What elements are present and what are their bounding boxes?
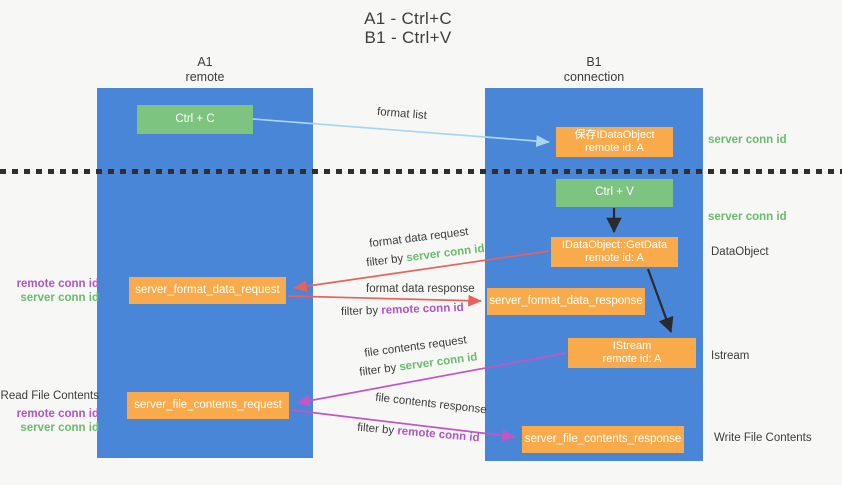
file-request-label: server_file_contents_request [134, 398, 282, 411]
getdata-line1: IDataObject::GetData [561, 238, 668, 251]
lane-b1-header: B1 connection [485, 55, 703, 85]
lane-a1-name: A1 [197, 55, 213, 69]
session-divider-line [0, 169, 842, 174]
write-file-contents-label: Write File Contents [714, 432, 812, 444]
ctrl-c-node: Ctrl + C [137, 105, 253, 134]
title-line-1: A1 - Ctrl+C [364, 9, 452, 28]
server-conn-id-label-mid: server conn id [708, 211, 787, 223]
save-idataobject-node: 保存IDataObject remote id: A [556, 127, 673, 157]
lane-a1-role: remote [185, 70, 225, 84]
istream-line1: IStream [612, 339, 652, 352]
lane-a1-header: A1 remote [97, 55, 313, 85]
format-response-label: server_format_data_response [489, 294, 643, 307]
save-idataobject-line2: remote id: A [585, 142, 644, 154]
istream-node: IStream remote id: A [568, 338, 696, 368]
left-bottom-labels: Read File Contents remote conn id server… [0, 389, 99, 435]
format-data-response-filter-label: filter by remote conn id [341, 302, 464, 318]
lane-b1-name: B1 [586, 55, 602, 69]
ctrl-v-node: Ctrl + V [556, 179, 673, 207]
filter-by-text: filter by [340, 304, 382, 319]
server-conn-id-label: server conn id [20, 422, 99, 434]
server-conn-id-text: server conn id [398, 351, 479, 374]
remote-conn-id-label: remote conn id [16, 278, 99, 290]
filter-by-text: filter by [365, 252, 408, 270]
remote-conn-id-label: remote conn id [16, 408, 99, 420]
left-mid-conn-ids: remote conn id server conn id [0, 277, 99, 305]
server-conn-id-label-top: server conn id [708, 134, 787, 146]
diagram-title: A1 - Ctrl+C B1 - Ctrl+V [0, 9, 816, 47]
format-data-response-arrow [286, 294, 482, 307]
getdata-line2: remote id: A [585, 252, 644, 264]
ctrl-v-label: Ctrl + V [595, 186, 634, 199]
lane-b1-role: connection [563, 70, 625, 84]
title-line-2: B1 - Ctrl+V [364, 28, 452, 47]
istream-side-label: Istream [711, 350, 750, 362]
format-request-node: server_format_data_request [129, 277, 286, 304]
file-contents-response-filter-label: filter by remote conn id [357, 422, 480, 445]
format-response-node: server_format_data_response [487, 288, 645, 315]
ctrl-c-label: Ctrl + C [175, 112, 215, 125]
istream-line2: remote id: A [602, 353, 662, 365]
remote-conn-id-text: remote conn id [381, 301, 464, 317]
server-conn-id-text: server conn id [405, 242, 486, 265]
remote-conn-id-text: remote conn id [396, 425, 480, 445]
filter-by-text: filter by [356, 421, 398, 438]
file-contents-response-label: file contents response [374, 391, 488, 417]
file-response-node: server_file_contents_response [522, 426, 684, 453]
filter-by-text: filter by [358, 361, 401, 379]
dataobject-label: DataObject [711, 246, 769, 258]
read-file-contents-label: Read File Contents [0, 390, 99, 402]
save-idataobject-line1: 保存IDataObject [574, 128, 655, 141]
format-data-response-label: format data response [366, 283, 475, 295]
format-list-label: format list [376, 106, 428, 122]
server-conn-id-label: server conn id [20, 292, 99, 304]
getdata-node: IDataObject::GetData remote id: A [551, 237, 678, 267]
file-response-label: server_file_contents_response [524, 432, 682, 445]
format-request-label: server_format_data_request [135, 283, 280, 296]
file-request-node: server_file_contents_request [127, 392, 289, 419]
